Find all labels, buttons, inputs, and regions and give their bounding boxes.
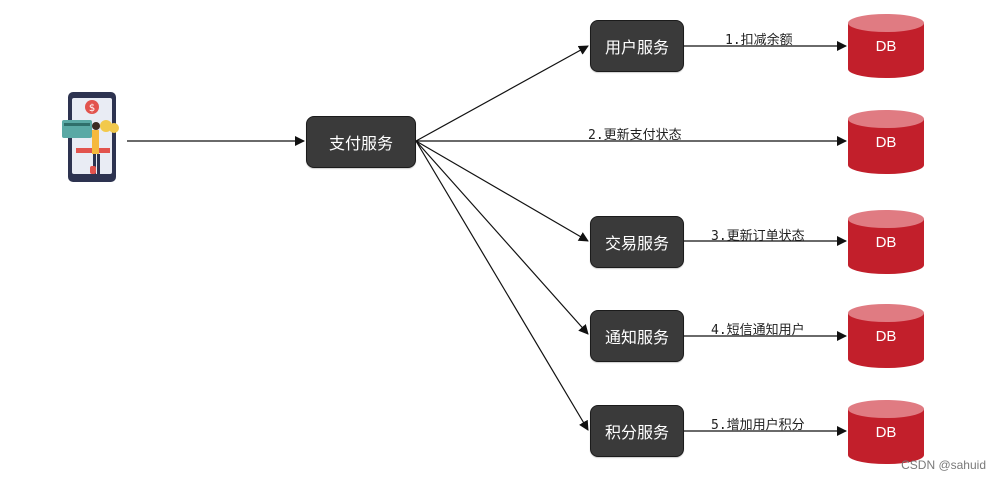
edge-label-deduct-balance: 1.扣减余额 (725, 33, 793, 48)
database-cylinder: DB (848, 304, 924, 368)
points-service-node: 积分服务 (590, 405, 684, 457)
database-label: DB (875, 134, 897, 151)
payment-service-label: 支付服务 (328, 134, 393, 153)
database-label: DB (875, 328, 897, 345)
database-label: DB (875, 234, 897, 251)
edge-label-sms-notify-user: 4.短信通知用户 (711, 323, 805, 338)
mobile-payment-icon: $ (62, 92, 128, 190)
payment-service-node: 支付服务 (306, 116, 416, 168)
database-label: DB (875, 424, 897, 441)
edge-label-update-order-status: 3.更新订单状态 (711, 229, 805, 244)
user-service-label: 用户服务 (604, 38, 669, 57)
points-service-label: 积分服务 (604, 423, 669, 442)
arrow-payment-to-points-service (415, 140, 589, 431)
arrow-payment-to-user-service (415, 45, 589, 142)
arrow-payment-to-trade-service (415, 140, 589, 242)
database-cylinder: DB (848, 110, 924, 174)
edge-label-add-user-points: 5.增加用户积分 (711, 418, 805, 433)
database-cylinder: DB (848, 14, 924, 78)
edge-label-update-payment-status: 2.更新支付状态 (588, 128, 682, 143)
arrow-payment-to-notify-service (415, 140, 589, 335)
database-label: DB (875, 38, 897, 55)
svg-text:$: $ (89, 103, 95, 114)
user-service-node: 用户服务 (590, 20, 684, 72)
database-cylinder: DB (848, 400, 924, 464)
trade-service-label: 交易服务 (604, 234, 669, 253)
trade-service-node: 交易服务 (590, 216, 684, 268)
database-cylinder: DB (848, 210, 924, 274)
notify-service-node: 通知服务 (590, 310, 684, 362)
notify-service-label: 通知服务 (604, 328, 669, 347)
watermark: CSDN @sahuid (901, 458, 986, 472)
